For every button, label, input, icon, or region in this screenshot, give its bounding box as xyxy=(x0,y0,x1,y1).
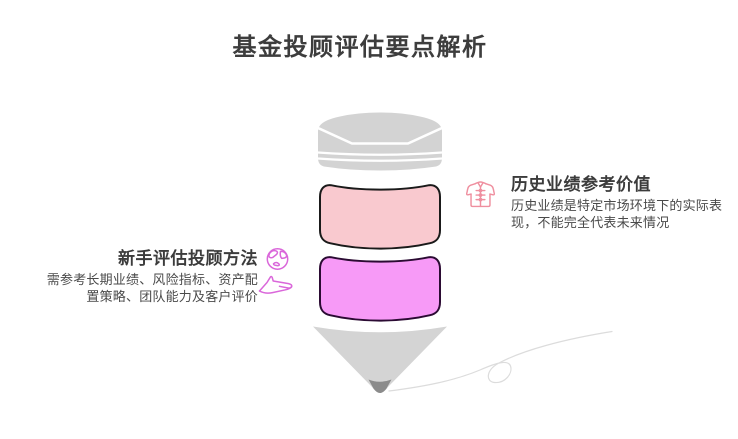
page-title: 基金投顾评估要点解析 xyxy=(232,34,488,61)
annotation-newbie-description: 需参考长期业绩、风险指标、资产配置策略、团队能力及客户评价 xyxy=(46,272,258,304)
funnel-cap-facet-line xyxy=(317,126,443,145)
funnel-cap-ring-line-1 xyxy=(317,151,443,156)
funnel-segment-magenta xyxy=(319,256,441,322)
funnel-segment-pink xyxy=(319,184,441,250)
annotation-historical-description: 历史业绩是特定市场环境下的实际表现，不能完全代表未来情况 xyxy=(511,198,723,230)
annotation-historical-title: 历史业绩参考价值 xyxy=(511,175,651,194)
funnel-cap-ring-line-2 xyxy=(317,157,443,162)
annotation-newbie-title: 新手评估投顾方法 xyxy=(118,249,258,268)
hand-globe-icon xyxy=(256,246,296,298)
swoosh-flourish xyxy=(388,330,613,392)
funnel-cone-tip xyxy=(368,379,392,393)
annotation-newbie: 新手评估投顾方法 需参考长期业绩、风险指标、资产配置策略、团队能力及客户评价 xyxy=(28,249,258,305)
funnel-cone xyxy=(313,326,447,393)
tang-jacket-icon xyxy=(463,178,498,213)
annotation-historical: 历史业绩参考价值 历史业绩是特定市场环境下的实际表现，不能完全代表未来情况 xyxy=(511,175,735,231)
funnel-cap xyxy=(317,112,443,171)
funnel-cap-body xyxy=(318,112,442,171)
